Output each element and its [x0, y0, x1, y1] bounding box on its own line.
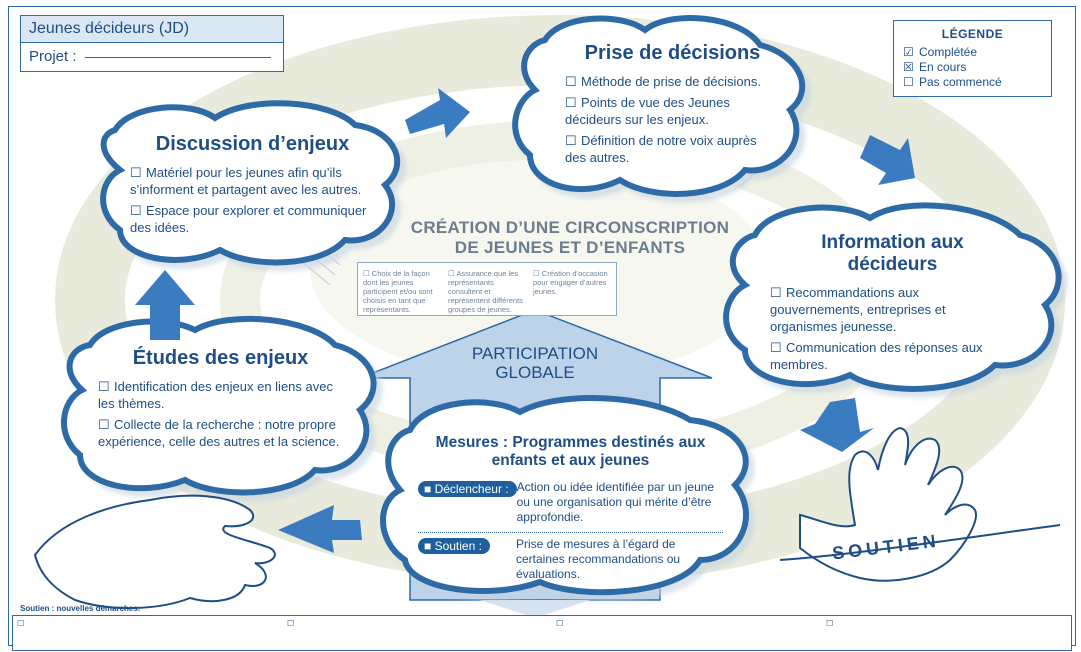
- cloud-information-decideurs: Information aux décideurs ☐Recommandatio…: [770, 232, 1015, 373]
- cloud-prise-decisions: Prise de décisions ☐Méthode de prise de …: [565, 42, 780, 166]
- legend-item-completed: ☑Complétée: [903, 45, 978, 59]
- declencheur-tag: ■ Déclencheur :: [418, 481, 517, 497]
- project-input-line[interactable]: [84, 56, 271, 58]
- project-field[interactable]: Projet :: [21, 43, 283, 71]
- bottom-checklist: ☐ ☐ ☐ ☐: [12, 615, 1072, 651]
- left-hand: [33, 494, 276, 610]
- title-box: Jeunes décideurs (JD) Projet :: [20, 15, 284, 72]
- declencheur-text: Action ou idée identifiée par un jeune o…: [516, 480, 715, 524]
- participation-label: PARTICIPATION GLOBALE: [471, 344, 599, 382]
- legend-item-not-started: ☐Pas commencé: [903, 75, 1002, 89]
- checklist-item[interactable]: ☐Méthode de prise de décisions.: [565, 74, 761, 89]
- legend-item-in-progress: ☒En cours: [903, 60, 967, 74]
- cloud-mesures: Mesures : Programmes destinés aux enfant…: [418, 434, 723, 582]
- soutien-text: Prise de mesures à l’égard de certaines …: [516, 537, 681, 581]
- cloud-prise-decisions-shape: [512, 15, 806, 197]
- checklist-item[interactable]: ☐Communication des réponses aux membres.: [770, 340, 983, 372]
- legend-title: LÉGENDE: [941, 27, 1004, 41]
- checklist-item[interactable]: ☐Définition de notre voix auprès des aut…: [565, 133, 757, 165]
- bottom-note: Soutien : nouvelles démarches.: [20, 604, 141, 613]
- cloud-discussion-shape: [100, 100, 401, 266]
- soutien-tag: ■ Soutien :: [418, 538, 490, 554]
- checked-box-icon: ☑: [903, 45, 914, 59]
- arrow-to-mesures: [800, 398, 874, 452]
- arrow-to-etudes: [278, 505, 362, 553]
- checklist-item[interactable]: ☐Recommandations aux gouvernements, entr…: [770, 285, 946, 334]
- empty-box-icon: ☐: [903, 75, 914, 89]
- center-title: CRÉATION D’UNE CIRCONSCRIPTION DE JEUNES…: [410, 218, 730, 257]
- checkbox-icon[interactable]: ☐: [826, 619, 834, 628]
- project-label: Projet :: [29, 48, 77, 65]
- checkbox-icon[interactable]: ☐: [130, 165, 142, 180]
- cloud-etudes-shape: [61, 315, 377, 496]
- step-item[interactable]: ☐ Assurance que les représentants consul…: [448, 269, 523, 314]
- constituency-steps: ☐ Choix de la façon dont les jeunes part…: [357, 262, 617, 316]
- page-title: Jeunes décideurs (JD): [21, 16, 283, 43]
- checkbox-icon[interactable]: ☐: [770, 340, 782, 355]
- checkbox-icon[interactable]: ☐: [565, 74, 577, 89]
- checklist-item[interactable]: ☐Collecte de la recherche : notre propre…: [98, 417, 340, 449]
- soutien-row: ■ Soutien : Prise de mesures à l’égard d…: [418, 537, 723, 582]
- divider: [418, 532, 723, 533]
- cloud-etudes-enjeux: Études des enjeux ☐Identification des en…: [98, 347, 343, 450]
- cloud-title: Discussion d’enjeux: [155, 133, 350, 155]
- cloud-title: Prise de décisions: [584, 42, 761, 64]
- checkbox-icon[interactable]: ☐: [770, 285, 782, 300]
- arrow-to-information: [860, 135, 915, 185]
- checkbox-icon[interactable]: ☐: [556, 619, 564, 628]
- cloud-title: Mesures : Programmes destinés aux enfant…: [435, 434, 706, 469]
- cloud-title: Études des enjeux: [132, 347, 309, 369]
- cloud-information-shape: [723, 202, 1062, 392]
- checkbox-icon[interactable]: ☐: [17, 619, 25, 628]
- checklist-item[interactable]: ☐Points de vue des Jeunes décideurs sur …: [565, 95, 730, 127]
- step-item[interactable]: ☐ Choix de la façon dont les jeunes part…: [363, 269, 433, 314]
- checkbox-icon[interactable]: ☐: [565, 133, 577, 148]
- cloud-title: Information aux décideurs: [821, 232, 964, 275]
- checkbox-icon[interactable]: ☐: [130, 203, 142, 218]
- checkbox-icon[interactable]: ☐: [287, 619, 295, 628]
- checkbox-icon[interactable]: ☐: [98, 379, 110, 394]
- declencheur-row: ■ Déclencheur : Action ou idée identifié…: [418, 480, 723, 525]
- checklist-item[interactable]: ☐Matériel pour les jeunes afin qu’ils s’…: [130, 165, 362, 197]
- legend: LÉGENDE ☑Complétée ☒En cours ☐Pas commen…: [893, 20, 1052, 97]
- arrow-to-discussion: [135, 270, 195, 340]
- step-item[interactable]: ☐ Création d’occasion pour engager d’aut…: [533, 269, 608, 296]
- checklist-item[interactable]: ☐Identification des enjeux en liens avec…: [98, 379, 333, 411]
- arrow-to-decisions: [405, 88, 470, 138]
- cloud-discussion-enjeux: Discussion d’enjeux ☐Matériel pour les j…: [130, 133, 375, 236]
- checkbox-icon[interactable]: ☐: [565, 95, 577, 110]
- checkbox-icon[interactable]: ☐: [98, 417, 110, 432]
- crossed-box-icon: ☒: [903, 60, 914, 74]
- checklist-item[interactable]: ☐Espace pour explorer et communiquer des…: [130, 203, 367, 235]
